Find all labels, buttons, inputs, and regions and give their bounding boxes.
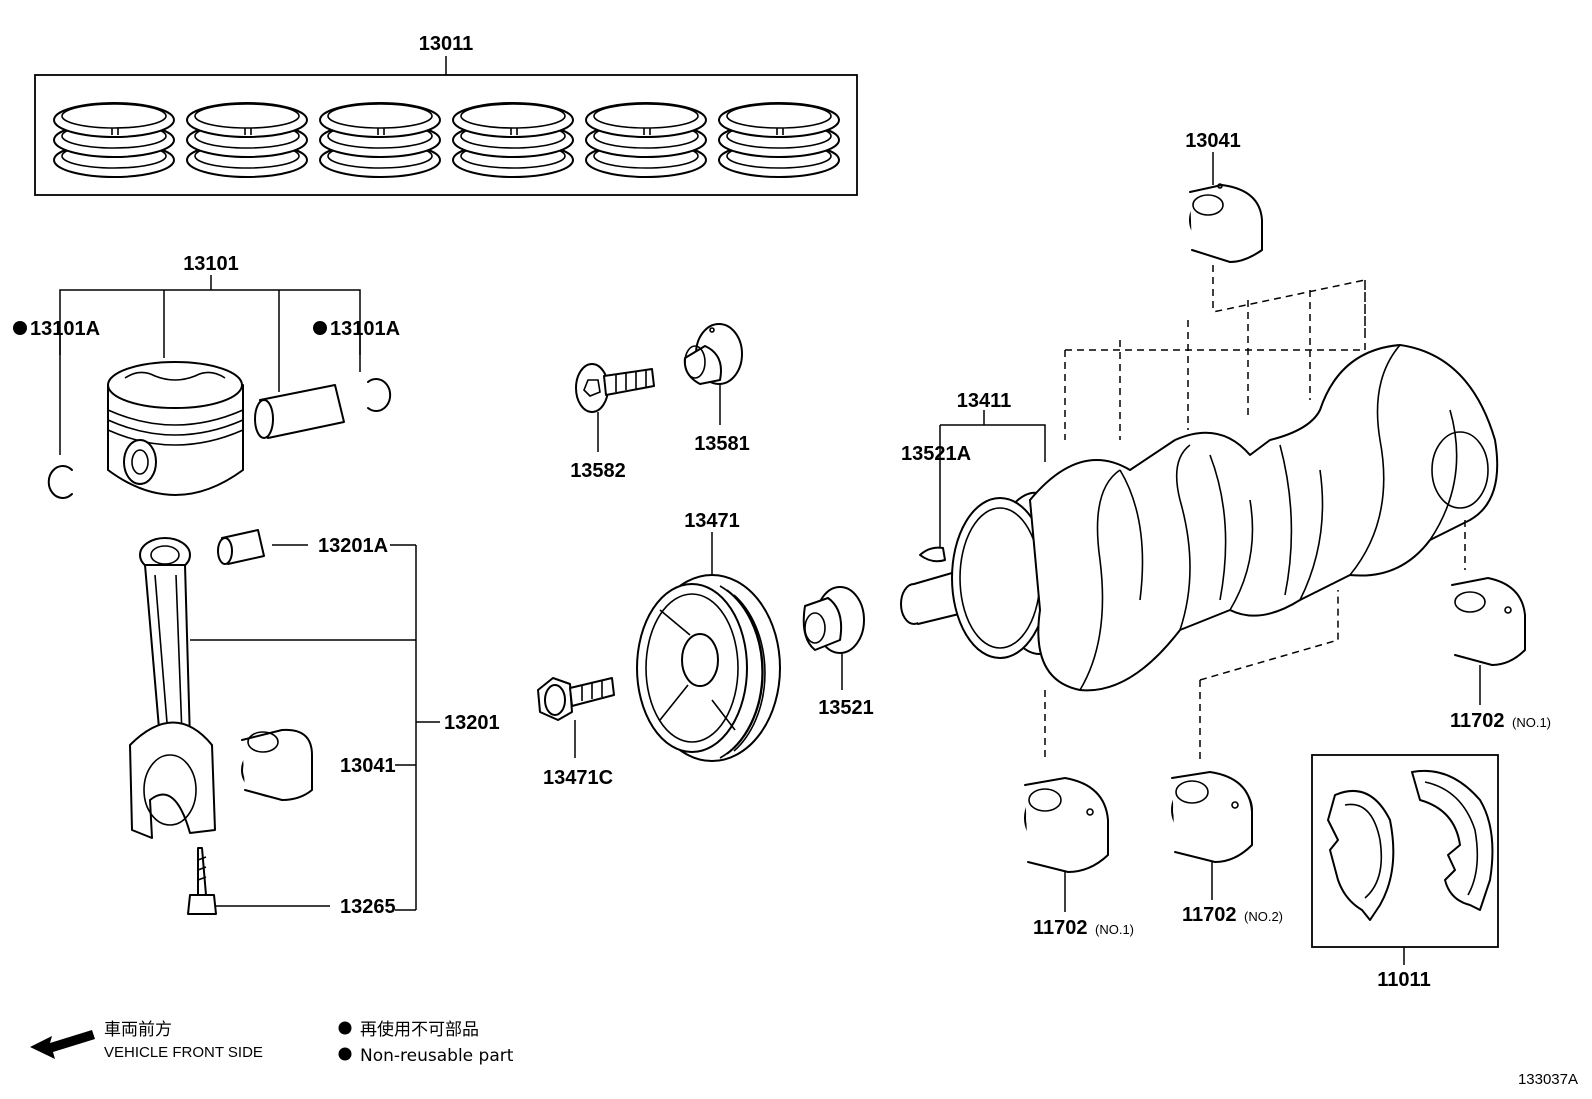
label-main-bearing-right-note: (NO.1) — [1512, 715, 1551, 730]
pulley-bolt-group — [575, 323, 743, 452]
crank-pulley — [636, 574, 781, 762]
label-timing-gear: 13521 — [818, 697, 874, 719]
crank-pulley-group — [537, 532, 781, 762]
piston-ring-pack — [186, 102, 308, 178]
label-snap-ring-right: 13101A — [330, 318, 400, 340]
rod-bolt — [187, 847, 330, 915]
thrust-washer — [1327, 790, 1395, 921]
nonreusable-dot — [313, 321, 327, 335]
nonreusable-dot — [13, 321, 27, 335]
legend-nonreuse-jp: 再使用不可部品 — [360, 1019, 479, 1040]
label-crank-pulley: 13471 — [684, 510, 740, 532]
timing-gear-group — [802, 586, 865, 690]
rod-bearing — [241, 728, 313, 801]
snap-ring-right — [367, 378, 392, 412]
piston-pin — [254, 384, 345, 439]
piston-group — [47, 275, 392, 499]
label-main-bearing-mid2: 11702 — [1182, 904, 1237, 926]
label-piston: 13101 — [183, 253, 239, 275]
diagram-ref-number: 133037A — [1518, 1071, 1578, 1088]
label-rod-bearing: 13041 — [340, 755, 396, 777]
piston-ring-pack — [452, 102, 574, 178]
label-connecting-rod: 13201 — [444, 712, 500, 734]
label-pulley-washer: 13581 — [694, 433, 750, 455]
label-crank-key: 13521A — [901, 443, 971, 465]
connecting-rod — [129, 537, 216, 839]
pulley-bolt — [575, 363, 655, 452]
label-rod-bearing-top: 13041 — [1185, 130, 1241, 152]
label-pulley-bolt: 13582 — [570, 460, 626, 482]
crankshaft — [900, 344, 1499, 692]
main-bearing-top — [1189, 152, 1263, 263]
legend-front-en: VEHICLE FRONT SIDE — [104, 1044, 263, 1061]
thrust-washer-set — [1311, 754, 1499, 965]
connecting-rod-group — [129, 529, 440, 915]
pulley-set-bolt — [537, 677, 615, 758]
piston-ring-set — [34, 56, 858, 196]
label-snap-ring-left: 13101A — [30, 318, 100, 340]
piston-ring-pack — [53, 102, 175, 178]
label-rod-bolt: 13265 — [340, 896, 396, 918]
label-main-bearing-mid1: 11702 — [1033, 917, 1088, 939]
pin-bushing — [217, 529, 265, 565]
timing-gear — [802, 586, 865, 654]
label-thrust-washer: 11011 — [1377, 969, 1430, 991]
label-piston-ring-set: 13011 — [419, 33, 474, 55]
label-main-bearing-mid2-note: (NO.2) — [1244, 909, 1283, 924]
label-main-bearing-mid1-note: (NO.1) — [1095, 922, 1134, 937]
main-bearing-mid-1 — [1024, 777, 1109, 912]
piston-ring-pack — [585, 102, 707, 178]
nonreusable-dot — [338, 1047, 352, 1061]
piston-ring-pack — [718, 102, 840, 178]
snap-ring-left — [47, 465, 73, 499]
label-main-bearing-right: 11702 — [1450, 710, 1505, 732]
crankshaft-group — [900, 265, 1499, 760]
legend-front-jp: 車両前方 — [104, 1020, 172, 1040]
crank-key — [919, 546, 946, 563]
front-arrow-icon — [30, 1030, 95, 1059]
label-pin-bushing: 13201A — [318, 535, 388, 557]
piston-ring-pack — [319, 102, 441, 178]
label-crankshaft: 13411 — [957, 390, 1012, 412]
nonreusable-dot — [338, 1021, 352, 1035]
legend: 車両前方 VEHICLE FRONT SIDE 再使用不可部品 Non-reus… — [30, 1019, 1578, 1088]
thrust-washer-frame — [1311, 754, 1499, 948]
thrust-washer — [1411, 769, 1494, 911]
main-bearing-mid-2 — [1171, 771, 1253, 900]
piston — [107, 361, 244, 496]
label-pulley-set-bolt: 13471C — [543, 767, 613, 789]
main-bearing-right — [1451, 577, 1526, 705]
part-labels: 13011 13101 13101A 13101A 13201A 13201 1… — [13, 33, 1551, 991]
legend-nonreuse-en: Non-reusable part — [360, 1046, 514, 1066]
pulley-washer — [683, 323, 743, 425]
